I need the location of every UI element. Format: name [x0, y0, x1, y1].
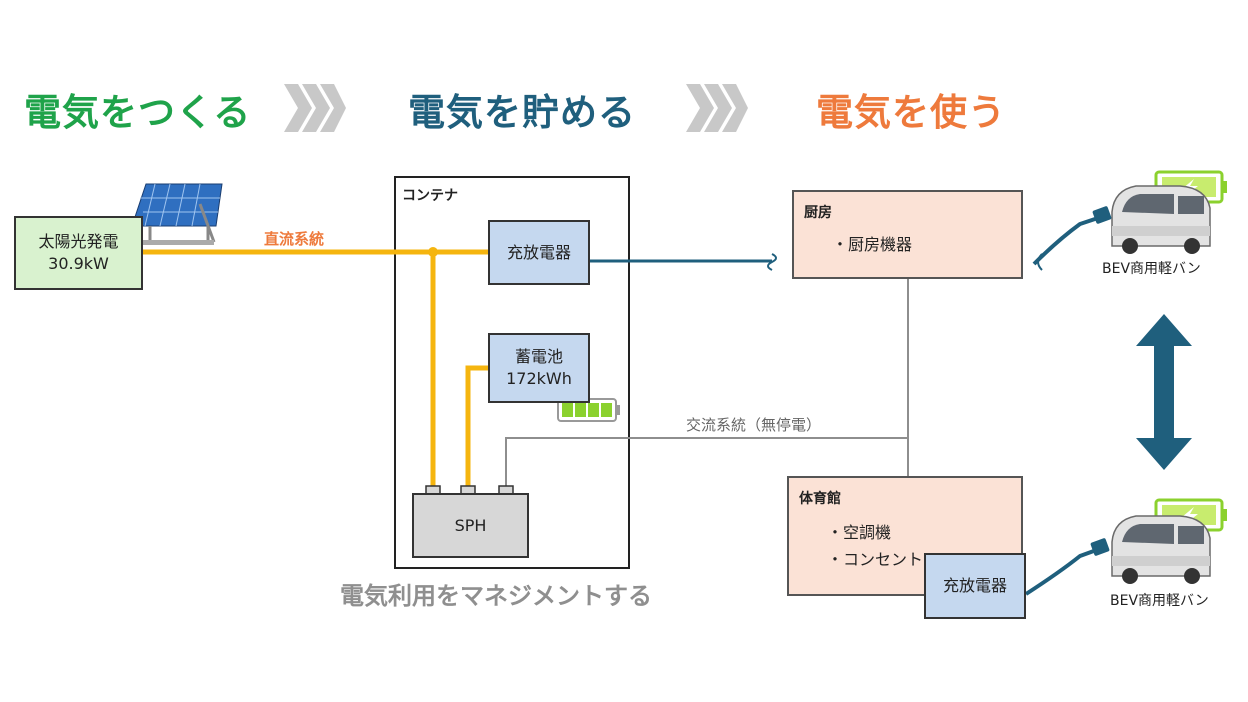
dc-line-label: 直流系統 — [264, 230, 325, 248]
output-connector-icon — [767, 253, 777, 271]
charger-label: 充放電器 — [506, 242, 571, 262]
gym-title: 体育館 — [799, 491, 841, 507]
sph-box: SPH — [412, 493, 529, 558]
heading-use: 電気を使う — [816, 91, 1006, 134]
bev-label-bottom: BEV商用軽バン — [1110, 593, 1209, 609]
heading-store: 電気を貯める — [408, 91, 636, 134]
solar-label: 太陽光発電 — [38, 232, 119, 252]
dc-line — [142, 249, 488, 486]
gym-item-ac: ・空調機 — [827, 523, 892, 542]
kitchen-item: ・厨房機器 — [832, 235, 913, 254]
solar-box: 太陽光発電 30.9kW — [14, 216, 143, 290]
gym-charger-box: 充放電器 — [924, 553, 1026, 619]
container-title: コンテナ — [402, 188, 458, 204]
bev-label-top: BEV商用軽バン — [1102, 261, 1201, 277]
ac-line-label: 交流系統（無停電） — [686, 416, 822, 434]
solar-panel-icon — [131, 183, 223, 245]
sph-label: SPH — [454, 515, 487, 535]
chevron-arrows-icon — [686, 84, 748, 132]
charging-plug-icon — [1032, 206, 1112, 271]
kitchen-title: 厨房 — [804, 205, 832, 221]
battery-box: 蓄電池 172kWh — [488, 333, 590, 403]
charger-box: 充放電器 — [488, 220, 590, 285]
ev-van-icon — [1111, 498, 1227, 584]
chevron-arrows-icon — [284, 84, 346, 132]
container-frame — [394, 176, 630, 569]
battery-label: 蓄電池 — [514, 347, 563, 367]
heading-generate: 電気をつくる — [24, 91, 252, 134]
ac-line — [505, 278, 909, 486]
double-arrow-icon — [1136, 314, 1192, 470]
gym-charger-label: 充放電器 — [942, 576, 1007, 596]
charging-plug-icon — [1024, 538, 1110, 596]
dc-junction — [428, 247, 438, 257]
kitchen-box: 厨房 ・厨房機器 — [792, 190, 1023, 279]
solar-value: 30.9kW — [48, 254, 109, 273]
gym-item-outlet: ・コンセント — [827, 550, 924, 569]
battery-value: 172kWh — [506, 369, 572, 388]
ev-van-icon — [1111, 170, 1227, 254]
footer-caption: 電気利用をマネジメントする — [340, 582, 652, 610]
